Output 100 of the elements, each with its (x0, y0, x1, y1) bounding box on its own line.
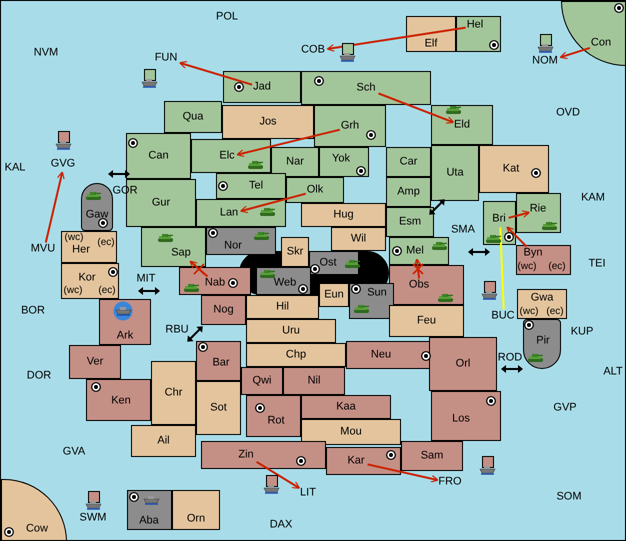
move-arrow (44, 171, 65, 243)
territory-label: Los (451, 412, 471, 426)
coast-label: (wc) (520, 306, 538, 318)
territory-label: Hug (332, 208, 355, 222)
coast-label: (ec) (546, 306, 564, 318)
territory-label: Ost (318, 256, 338, 270)
territory-label: Gur (150, 196, 172, 210)
territory-label: Pir (535, 334, 551, 348)
territory-label: Nog (212, 304, 235, 316)
territory-label: Web (272, 276, 298, 290)
territory-label: Esm (398, 216, 422, 228)
territory-label: Feu (416, 314, 437, 328)
sea-region-label: FRO (437, 476, 463, 488)
sea-region-label: BOR (20, 304, 46, 318)
territory-label: Byn (522, 246, 544, 260)
territory-label: Rie (528, 202, 548, 216)
territory-label: Aba (138, 514, 160, 528)
territory-label: Can (147, 150, 170, 162)
coast-label: (ec) (98, 285, 116, 297)
territory-label: Eun (323, 288, 345, 302)
territory-label: Nil (306, 374, 322, 388)
territory-label: Qua (182, 110, 204, 124)
territory-label: Ark (116, 330, 134, 342)
sea-region-label: FUN (154, 52, 178, 64)
territory-label: Kaa (335, 400, 357, 414)
move-arrow (367, 463, 439, 483)
territory-label: Con (590, 36, 612, 50)
territory-label: Her (71, 244, 91, 256)
sea-region-label: BUC (490, 310, 516, 322)
territory-label: Ken (110, 394, 132, 408)
coast-label: (wc) (64, 285, 82, 297)
sea-region-label: MIT (136, 272, 156, 286)
territory-label: Uru (281, 324, 301, 338)
sea-region-label: SMA (450, 224, 476, 236)
territory-label: Jad (252, 80, 272, 94)
sea-region-label: POL (215, 10, 239, 24)
territory-label: Chr (164, 386, 184, 400)
territory-label: Uta (445, 166, 465, 180)
sea-region-label: OVD (555, 106, 581, 120)
sea-region-label: DAX (268, 518, 294, 532)
territory-label: Kar (346, 454, 366, 468)
territory-label: Jos (258, 116, 278, 128)
move-arrow (189, 260, 208, 278)
territory-label: Kor (77, 272, 97, 284)
sea-region-label: GVA (62, 446, 86, 458)
territory-label: Nab (204, 276, 226, 290)
territory-label: Cow (25, 522, 49, 536)
territory-label: Obs (408, 278, 430, 292)
territory-label: Eld (453, 118, 471, 132)
territory-label: Ver (86, 356, 104, 368)
territory-label: Skr (286, 246, 304, 258)
sea-region-label: GVP (552, 402, 578, 414)
move-arrow (236, 128, 340, 158)
territory-label: Lan (218, 206, 240, 220)
territory-label: Sun (366, 286, 388, 300)
sea-region-label: COB (300, 44, 326, 56)
coast-label: (wc) (64, 232, 84, 244)
territory-label: Gaw (84, 208, 110, 222)
territory-label: Neu (370, 348, 392, 362)
sea-region-label: KUP (570, 326, 594, 338)
territory-label: Elf (424, 38, 438, 50)
territory-label: Olk (306, 184, 324, 196)
territory-label: Zin (237, 448, 255, 462)
territory-label: Orn (186, 512, 206, 526)
territory-label: Ail (156, 434, 171, 448)
territory-label: Wil (350, 232, 368, 246)
sea-region-label: RBU (164, 324, 190, 336)
territory-label: Nar (285, 156, 305, 168)
territory-label: Sam (420, 450, 444, 462)
sea-region-label: NVM (32, 46, 60, 60)
territory-label: Chp (284, 348, 308, 362)
territory-label: Yok (331, 152, 351, 166)
territory-label: Mel (405, 244, 425, 258)
sea-region-label: MVU (30, 242, 56, 256)
territory-label: Nor (223, 240, 243, 252)
sea-region-label: TEI (587, 258, 607, 270)
territory-label: Car (398, 156, 418, 168)
sea-region-label: SWM (78, 512, 108, 524)
territory-label: Elc (218, 150, 236, 162)
sea-region-label: LIT (299, 486, 317, 500)
territory-label: Sot (209, 402, 228, 414)
territory-label: Bri (491, 212, 507, 226)
sea-region-label: KAM (580, 192, 606, 204)
territory-label: Hil (275, 300, 290, 314)
sea-region-label: KAL (4, 162, 26, 174)
coast-label: (ec) (97, 237, 115, 249)
territory-label: Grh (340, 120, 360, 132)
territory-label: Mou (339, 426, 363, 438)
territory-label: Kat (502, 162, 520, 176)
move-arrow (414, 258, 422, 279)
territory-label: Orl (454, 358, 472, 370)
coast-label: (wc) (518, 261, 536, 273)
move-arrow (508, 210, 530, 219)
sea-region-label: GVG (50, 158, 76, 170)
sea-region-label: SOM (555, 490, 583, 504)
territory-label: Bar (211, 356, 231, 370)
territory-label: Hel (466, 18, 484, 32)
sea-region-label: ROD (496, 352, 524, 364)
coast-label: (ec) (548, 261, 566, 273)
sea-region-label: ALT (602, 366, 624, 378)
